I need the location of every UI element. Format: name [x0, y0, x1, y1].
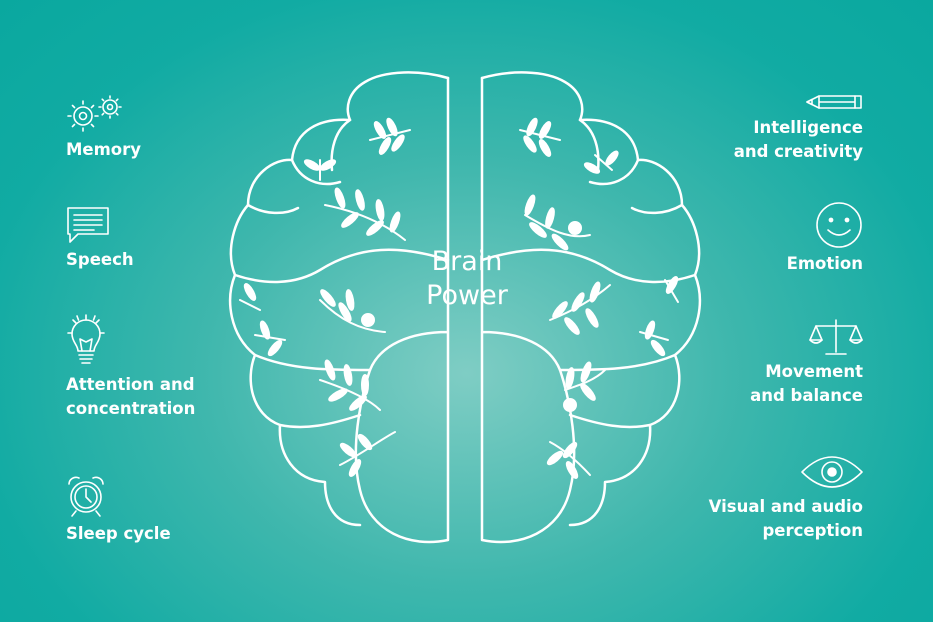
lightbulb-icon: [66, 313, 106, 367]
smiley-icon: [815, 201, 863, 249]
scales-icon: [808, 318, 864, 358]
perception-label: Visual and audio perception: [708, 497, 863, 540]
leaf-sprigs: [239, 117, 679, 479]
sleep-cycle-label: Sleep cycle: [66, 524, 171, 543]
left-hemisphere: [228, 71, 450, 544]
eye-icon: [800, 455, 864, 489]
diagram-title: Brain Power: [426, 246, 508, 311]
speech-bubble-icon: [66, 206, 110, 244]
emotion-label: Emotion: [786, 254, 863, 273]
attention-label: Attention and concentration: [66, 375, 196, 418]
speech-label: Speech: [66, 250, 134, 269]
brain-illustration: [220, 70, 710, 564]
pencil-icon: [805, 94, 865, 110]
intelligence-label: Intelligence and creativity: [733, 118, 863, 161]
movement-label: Movement and balance: [750, 362, 863, 405]
right-hemisphere: [480, 71, 702, 544]
memory-label: Memory: [66, 140, 142, 159]
alarm-clock-icon: [64, 474, 108, 518]
gears-icon: [66, 95, 124, 132]
